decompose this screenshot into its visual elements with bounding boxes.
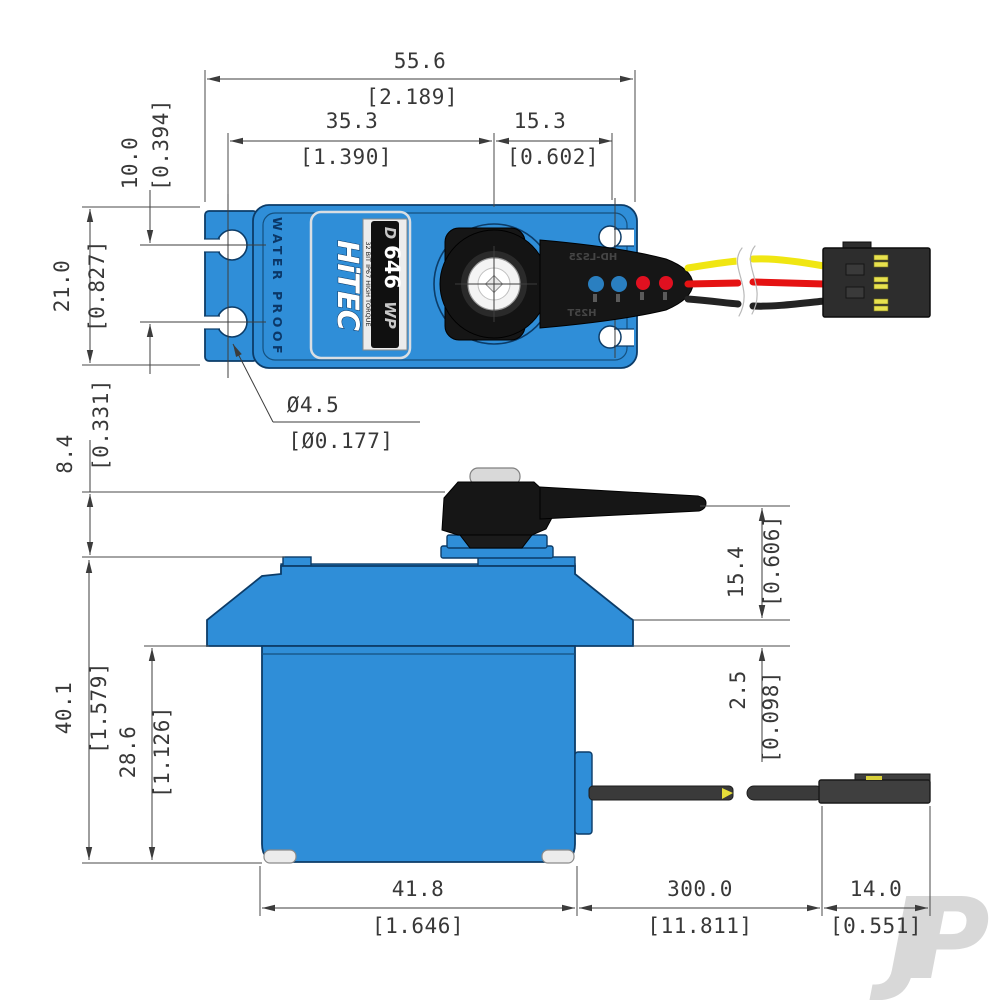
cable-left-segment (588, 785, 734, 801)
dim-mm: 300.0 (667, 877, 733, 901)
dimension-horn-to-flange: 15.4 [0.606] (634, 505, 790, 621)
dimension-hole-diameter: Ø4.5 [Ø0.177] (232, 343, 420, 453)
dim-mm: 21.0 (50, 260, 74, 313)
cable-right-segment (746, 785, 824, 801)
wire-break-edge (749, 245, 758, 315)
dimension-connector-length: 14.0 [0.551] (824, 806, 931, 938)
dim-mm: 41.8 (392, 877, 445, 901)
cable-break-chevron (722, 788, 733, 799)
wire-break-gap (736, 240, 758, 322)
dim-mm: 14.0 (850, 877, 903, 901)
model-number: 646 (380, 245, 404, 289)
horn-hub-side (441, 481, 554, 536)
horn-hole-index-mark (593, 294, 597, 302)
shaft-screw (455, 246, 537, 322)
dim-inch: [1.126] (150, 706, 174, 798)
wire-red (684, 279, 742, 288)
wire-yellow (684, 257, 742, 272)
waterproof-text: WATER PROOF (270, 217, 285, 357)
label-sticker: HiTEC D 646 WP 32 BIT IP67 HIGH TORQUE (309, 210, 412, 360)
horn-hole-index-mark (663, 292, 667, 300)
dimension-overall-length: 55.6 [2.189] (204, 49, 636, 202)
connector-contacts (873, 254, 889, 312)
dim-inch: [1.646] (372, 914, 464, 938)
horn-marking-bottom: H25T (567, 308, 596, 319)
dim-mm: 15.3 (514, 109, 567, 133)
wire-black (684, 295, 742, 308)
horn-marking-top: HD-LS25 (569, 252, 618, 263)
dim-mm: 40.1 (52, 682, 76, 735)
dimension-shaft-to-right: 15.3 [0.602] (496, 109, 613, 200)
dim-mm: 8.4 (53, 434, 77, 473)
dimension-case-width: 21.0 [0.827] (50, 206, 200, 366)
dim-mm: 2.5 (726, 670, 750, 709)
dim-inch: [0.551] (830, 914, 922, 938)
model-prefix: D (381, 227, 399, 239)
dimension-case-length: 41.8 [1.646] (259, 866, 578, 938)
side-view (206, 467, 931, 864)
dim-mm: 28.6 (116, 726, 140, 779)
connector-top-view (822, 241, 931, 318)
dimension-shaft-to-left: 35.3 [1.390] (227, 109, 495, 207)
dim-inch: [11.811] (647, 914, 752, 938)
dim-mm: 55.6 (394, 49, 447, 73)
horn-dot-blue-1 (588, 276, 604, 292)
dim-inch: [0.331] (89, 379, 113, 471)
case-top-step-left (282, 556, 312, 567)
right-tab-notch-upper (598, 225, 634, 249)
horn-arm-side (539, 486, 707, 520)
case-foot-left (263, 849, 297, 864)
wire-break-edge (736, 247, 745, 317)
servo-horn-side (441, 467, 707, 549)
dimension-flange-thickness: 2.5 [0.098] (634, 594, 790, 763)
dim-inch: [Ø0.177] (288, 429, 393, 453)
dim-mm: 10.0 (118, 137, 142, 190)
connector-latch (845, 286, 865, 299)
dim-mm: 35.3 (326, 109, 379, 133)
wire-yellow (749, 255, 828, 270)
horn-hole-index-mark (616, 294, 620, 302)
top-view: HiTEC D 646 WP 32 BIT IP67 HIGH TORQUE W… (140, 192, 931, 378)
label-black-bar (371, 221, 399, 348)
spec-label: 32 BIT IP67 HIGH TORQUE (364, 241, 372, 326)
dim-inch: [1.390] (300, 145, 392, 169)
servo-lead-wires (684, 240, 828, 322)
dim-inch: [0.394] (149, 99, 173, 191)
right-tab-notch-lower (598, 325, 634, 349)
connector-latch (845, 263, 865, 276)
dim-inch: [2.189] (366, 85, 458, 109)
horn-hole-index-mark (640, 292, 644, 300)
brand-logo-text: HiTEC (331, 240, 365, 331)
dimension-hole-pitch: 10.0 [0.394] (118, 99, 173, 374)
connector-side-body (818, 779, 931, 804)
dim-inch: [0.827] (85, 240, 109, 332)
wire-red (749, 278, 828, 288)
case-foot-right (541, 849, 575, 864)
dimension-cable-length: 300.0 [11.811] (579, 806, 823, 938)
wire-black (749, 297, 828, 310)
dim-inch: [0.606] (760, 515, 784, 607)
horn-dot-blue-2 (611, 276, 627, 292)
servo-cable-side (588, 773, 931, 804)
servo-case-side (261, 645, 576, 863)
dim-mm: Ø4.5 (287, 393, 340, 417)
model-suffix: WP (381, 301, 399, 329)
dimension-flange-to-bottom: 28.6 [1.126] (116, 645, 209, 860)
mounting-flange (206, 565, 634, 647)
dimension-horn-above-case: 8.4 [0.331] (53, 379, 445, 558)
dim-mm: 15.4 (724, 546, 748, 599)
horn-dot-red-1 (636, 276, 650, 290)
horn-spline-taper (458, 534, 534, 549)
dim-inch: [0.098] (759, 671, 783, 763)
dim-inch: [0.602] (507, 145, 599, 169)
horn-dot-red-2 (659, 276, 673, 290)
connector-side-mark (866, 776, 882, 780)
dimension-overall-height: 40.1 [1.579] (52, 560, 262, 864)
dim-inch: [1.579] (87, 662, 111, 754)
